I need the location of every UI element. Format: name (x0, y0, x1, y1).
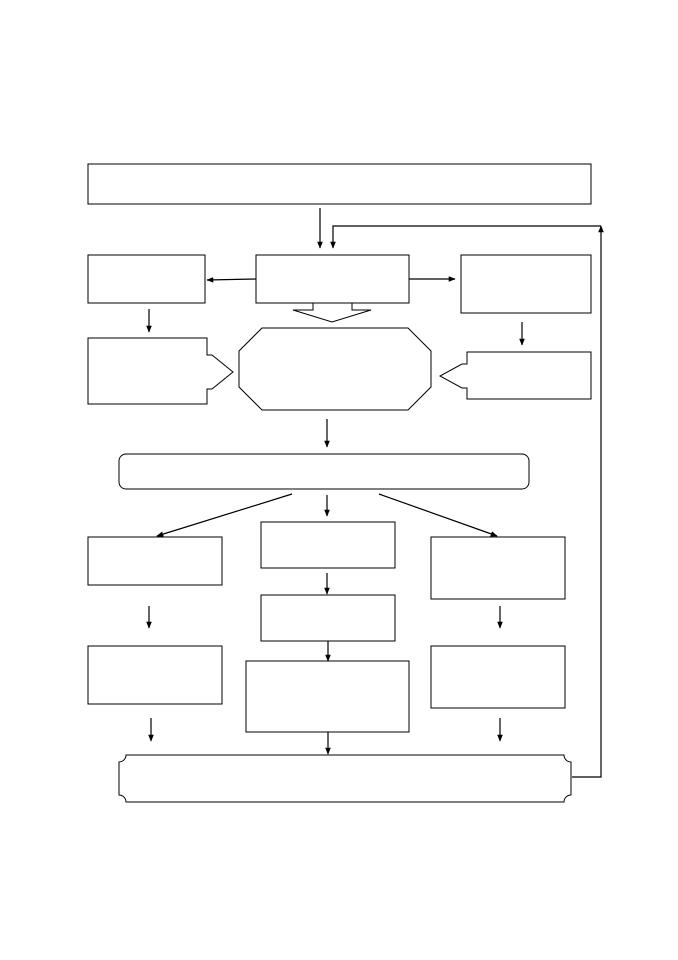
feedback-loop-return (330, 225, 601, 249)
left-box-1 (87, 254, 206, 304)
branch-right-2 (430, 645, 566, 709)
branch-mid-2 (260, 594, 396, 642)
rounded-bar (118, 453, 530, 490)
octagon-node (238, 327, 432, 411)
arrow-branch-left (156, 493, 293, 537)
bottom-bar (118, 754, 572, 803)
center-box (255, 254, 410, 304)
branch-left-2 (87, 645, 223, 705)
branch-right-1 (430, 536, 566, 600)
branch-left-1 (87, 536, 223, 586)
left-box-2 (87, 337, 234, 405)
right-box-1 (460, 254, 592, 314)
top-box (87, 163, 592, 205)
feedback-loop-line (572, 225, 604, 778)
block-arrow-down (292, 302, 372, 323)
arrow-center-to-left (206, 277, 257, 283)
branch-mid-1 (260, 521, 396, 569)
right-box-2 (438, 351, 592, 400)
branch-mid-3 (245, 660, 410, 733)
arrow-branch-right (378, 493, 498, 537)
